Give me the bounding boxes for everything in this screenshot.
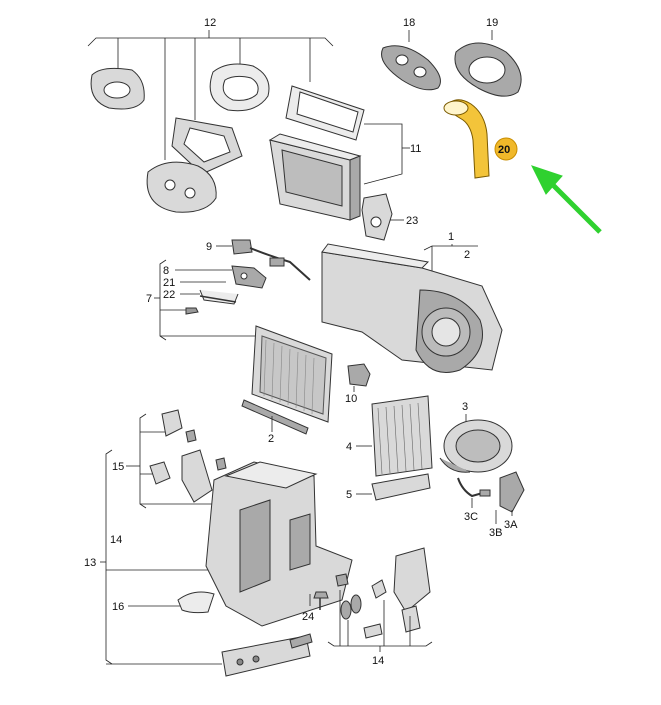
resistor-part-3a xyxy=(499,471,525,513)
callout-10[interactable]: 10 xyxy=(345,393,357,405)
fastener-part-24 xyxy=(313,591,329,610)
seal-part-12c xyxy=(285,85,365,141)
foam-strip-part-2 xyxy=(241,399,309,435)
seal-ring-part-19 xyxy=(454,42,522,97)
callout-7[interactable]: 7 xyxy=(146,293,152,305)
seal-part-12d xyxy=(171,117,243,175)
screw-part-7 xyxy=(185,307,199,315)
callout-3c[interactable]: 3C xyxy=(464,511,478,523)
green-arrow-icon xyxy=(531,165,602,234)
highlight-badge-20[interactable]: 20 xyxy=(494,137,518,161)
callout-9[interactable]: 9 xyxy=(206,241,212,253)
callout-3a[interactable]: 3A xyxy=(504,519,518,531)
bracket-part-22 xyxy=(199,289,239,305)
filter-part-4 xyxy=(371,395,433,477)
foam-part-16 xyxy=(177,591,215,614)
callout-4[interactable]: 4 xyxy=(346,441,352,453)
callout-8[interactable]: 8 xyxy=(163,265,169,277)
callout-18[interactable]: 18 xyxy=(403,17,415,29)
callout-3[interactable]: 3 xyxy=(462,401,468,413)
callout-2a[interactable]: 2 xyxy=(464,249,470,261)
callout-22[interactable]: 22 xyxy=(163,289,175,301)
gasket-part-18 xyxy=(381,45,441,91)
bracket-part-5 xyxy=(371,473,431,501)
expansion-valve-part-10 xyxy=(347,363,371,387)
callout-15[interactable]: 15 xyxy=(112,461,124,473)
callout-21[interactable]: 21 xyxy=(163,277,175,289)
housing-part-11 xyxy=(268,133,362,221)
callout-11[interactable]: 11 xyxy=(410,143,421,155)
small-parts-14 xyxy=(335,547,431,639)
callout-14b[interactable]: 14 xyxy=(372,655,384,667)
callout-16[interactable]: 16 xyxy=(112,601,124,613)
lower-housing-part-14 xyxy=(205,461,353,627)
callout-14a[interactable]: 14 xyxy=(110,534,122,546)
main-housing-part-1 xyxy=(321,243,503,373)
callout-19[interactable]: 19 xyxy=(486,17,498,29)
callout-23[interactable]: 23 xyxy=(406,215,418,227)
seal-part-12e xyxy=(146,161,217,213)
wiring-part-3c xyxy=(457,477,491,498)
callout-20[interactable]: 20 xyxy=(498,144,510,156)
evaporator-part-2 xyxy=(251,325,333,423)
blower-motor-part-3 xyxy=(439,419,513,473)
callout-1[interactable]: 1 xyxy=(448,231,454,243)
callout-13[interactable]: 13 xyxy=(84,557,96,569)
callout-5[interactable]: 5 xyxy=(346,489,352,501)
drain-hose-part-20 xyxy=(443,99,490,179)
seal-part-12b xyxy=(209,63,270,112)
actuator-part-23 xyxy=(361,193,393,241)
callout-group-12: 12 xyxy=(87,17,334,160)
callout-2b[interactable]: 2 xyxy=(268,433,274,445)
heater-core-part-13 xyxy=(221,633,313,677)
callout-12[interactable]: 12 xyxy=(204,17,216,29)
callout-3b[interactable]: 3B xyxy=(489,527,502,539)
callout-24[interactable]: 24 xyxy=(302,611,314,623)
valve-part-8 xyxy=(231,265,267,289)
sensor-part-9 xyxy=(231,239,311,281)
flap-parts-15 xyxy=(149,409,227,503)
seal-part-12a xyxy=(90,67,145,110)
